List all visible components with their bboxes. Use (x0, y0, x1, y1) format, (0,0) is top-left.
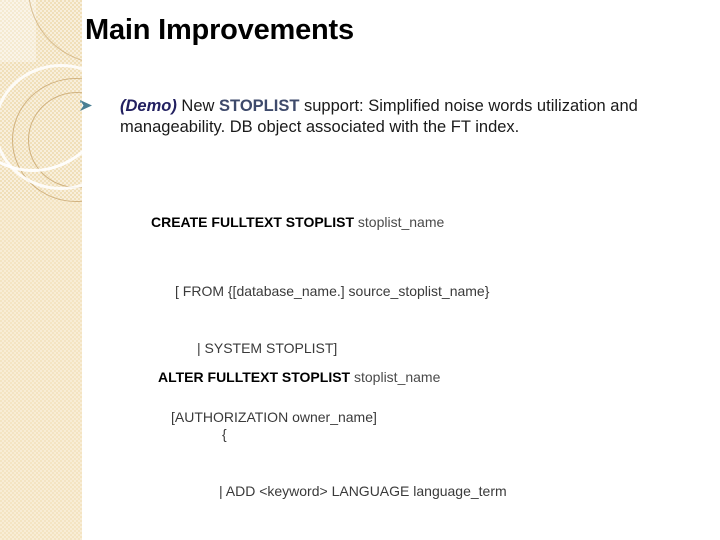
chevron-arrow-bullet-icon (79, 99, 99, 117)
sidebar-lower-shade (0, 200, 82, 540)
create-arg: stoplist_name (354, 214, 445, 230)
page-title: Main Improvements (85, 14, 354, 46)
alter-stoplist-syntax-block: ALTER FULLTEXT STOPLIST stoplist_name { … (158, 330, 508, 540)
bullet-keyword-stoplist: STOPLIST (219, 97, 300, 115)
alter-head: ALTER FULLTEXT STOPLIST (158, 369, 351, 385)
bullet-lead-text: New (176, 97, 220, 115)
sidebar-arc-white-secondary-icon (0, 64, 82, 190)
create-head: CREATE FULLTEXT STOPLIST (151, 214, 354, 230)
demo-tag: (Demo) (120, 97, 177, 115)
decorative-sidebar (0, 0, 82, 540)
alter-arg: stoplist_name (350, 369, 441, 385)
create-from-line: [ FROM {[database_name.] source_stoplist… (175, 283, 490, 299)
create-auth-line: [AUTHORIZATION owner_name] (171, 409, 377, 425)
create-stoplist-syntax-block: CREATE FULLTEXT STOPLIST stoplist_name [… (151, 175, 489, 465)
bullet-item: (Demo) New STOPLIST support: Simplified … (79, 96, 711, 138)
alter-header-line: ALTER FULLTEXT STOPLIST stoplist_name (158, 368, 508, 387)
bullet-text: (Demo) New STOPLIST support: Simplified … (120, 96, 711, 138)
create-header-line: CREATE FULLTEXT STOPLIST stoplist_name (151, 213, 489, 232)
create-system-line: | SYSTEM STOPLIST] (197, 340, 338, 356)
alter-brace-open-line: { (222, 426, 227, 442)
alter-add-line: | ADD <keyword> LANGUAGE language_term (219, 483, 507, 499)
bullet-rest-text: support: Simplified noise words utilizat… (120, 97, 638, 136)
